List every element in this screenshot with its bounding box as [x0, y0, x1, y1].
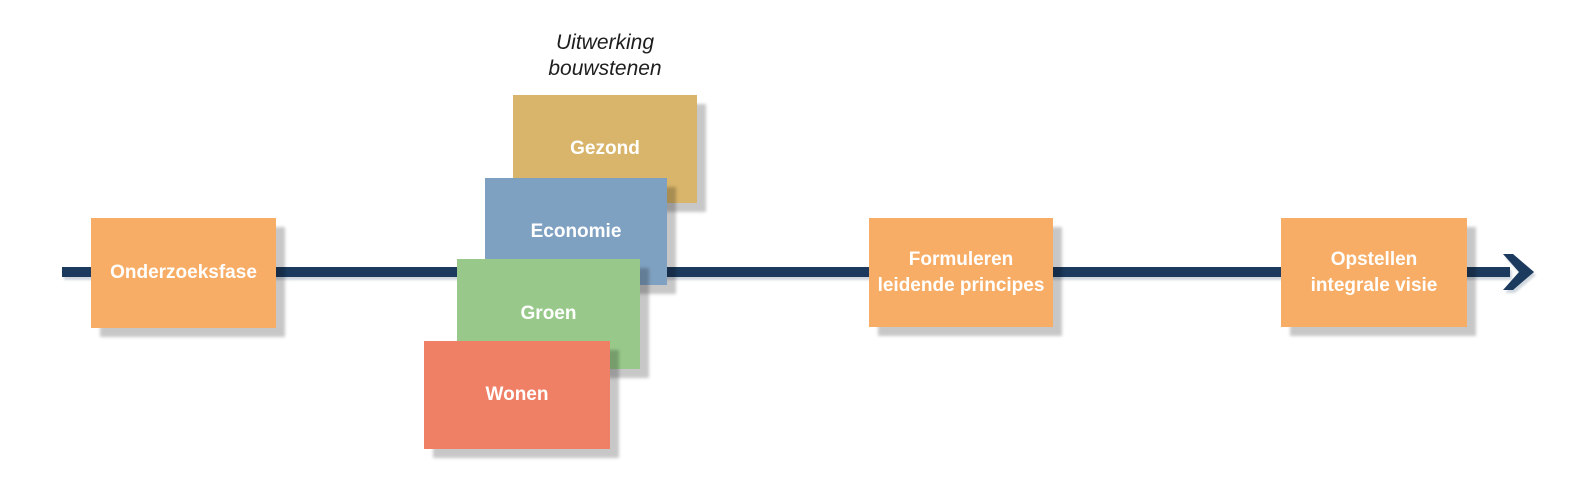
block-label: Wonen: [485, 384, 549, 405]
caption-line-2: bouwstenen: [548, 57, 662, 80]
stage-label: Formuleren: [908, 248, 1014, 270]
arrow-right-icon: [1503, 254, 1534, 290]
building-block-wonen: Wonen: [424, 341, 610, 449]
stage-box-opstellen-integrale-visie: Opstellen integrale visie: [1281, 218, 1467, 327]
stage-label: Onderzoeksfase: [110, 262, 257, 283]
building-blocks-caption: Uitwerking bouwstenen: [455, 30, 755, 82]
caption-line-1: Uitwerking: [555, 31, 655, 54]
timeline-line: [62, 267, 1510, 277]
stage-label: leidende principes: [877, 274, 1045, 296]
block-label: Economie: [530, 220, 622, 242]
stage-label: Opstellen: [1330, 248, 1418, 270]
block-label: Groen: [520, 303, 577, 324]
stage-box-formuleren-leidende-principes: Formuleren leidende principes: [869, 218, 1053, 327]
stage-label: integrale visie: [1310, 274, 1438, 296]
block-label: Gezond: [570, 138, 640, 159]
stage-box-onderzoeksfase: Onderzoeksfase: [91, 218, 276, 328]
